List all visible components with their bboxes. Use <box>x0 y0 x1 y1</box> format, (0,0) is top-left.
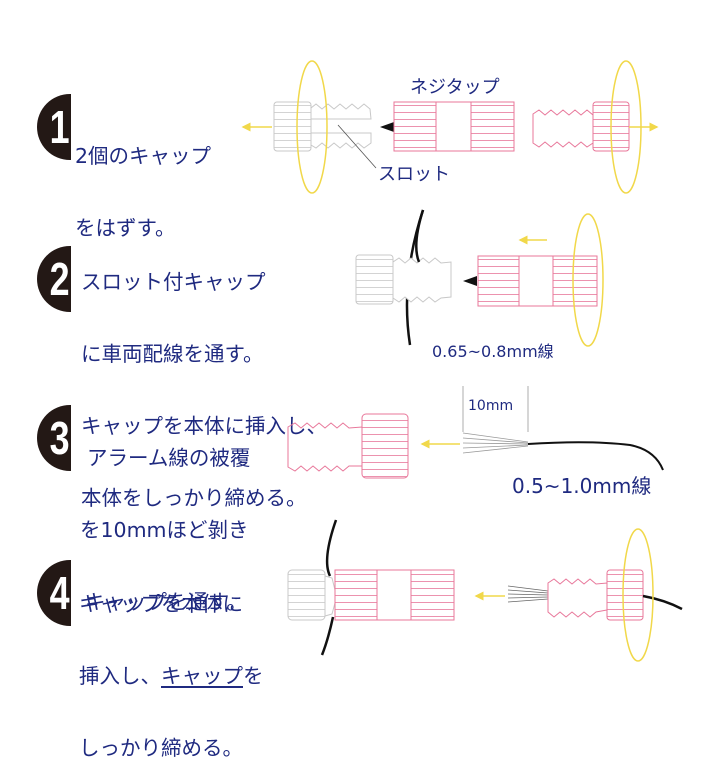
step-2-instructions: スロット付キャップ に車両配線を通す。 キャップを本体に挿入し、 本体をしっかり… <box>81 222 327 534</box>
assembly-diagrams <box>241 60 683 662</box>
step-3-line-1: アラーム線の被覆 <box>87 446 251 470</box>
step-1-line-2: をはずす。 <box>75 216 176 240</box>
slot-label: スロット <box>378 164 450 185</box>
step-3-wire-gauge-label: 0.5~1.0mm線 <box>512 474 652 498</box>
step-2-diagram <box>355 209 604 347</box>
step-4-number: 4 <box>50 567 70 619</box>
step-1-line-1: 2個のキャップ <box>75 144 212 168</box>
step-1-slotted-cap <box>241 60 377 194</box>
step-2-line-1: スロット付キャップ <box>81 270 266 294</box>
step-4-number-badge: 4 <box>37 560 71 626</box>
step-4-line-2-post: を <box>243 664 264 688</box>
step-3-line-2: を10mmほど剝き <box>80 518 249 542</box>
step-4-line-3: しっかり締める。 <box>79 736 243 760</box>
step-2-line-2: に車両配線を通す。 <box>81 342 264 366</box>
step-4-line-2: 挿入し、キャップを <box>79 664 264 688</box>
step-2-line-3: キャップを本体に挿入し、 <box>81 414 327 438</box>
step-2-number: 2 <box>50 253 70 305</box>
step-1-number: 1 <box>50 101 70 153</box>
step-1-plain-cap <box>532 60 659 194</box>
strip-length-label: 10mm <box>468 398 514 414</box>
step-4-line-2-pre: 挿入し、 <box>79 664 161 688</box>
step-1-tap <box>380 101 515 152</box>
step-4-line-2-underlined: キャップ <box>161 664 243 688</box>
tap-label: ネジタップ <box>410 77 500 98</box>
step-2-wire-gauge-label: 0.65~0.8mm線 <box>432 342 554 361</box>
step-3-diagram <box>287 386 664 479</box>
step-3-line-3: キャップを通す。 <box>85 590 247 614</box>
step-3-instructions: アラーム線の被覆 を10mmほど剝き キャップを通す。 <box>80 398 250 638</box>
step-3-number: 3 <box>50 412 70 464</box>
step-2-line-4: 本体をしっかり締める。 <box>81 486 307 510</box>
step-4-diagram <box>287 519 683 662</box>
step-4-line-1: キャップを本体に <box>79 592 243 616</box>
step-1-instructions: 2個のキャップ をはずす。 <box>75 96 211 264</box>
